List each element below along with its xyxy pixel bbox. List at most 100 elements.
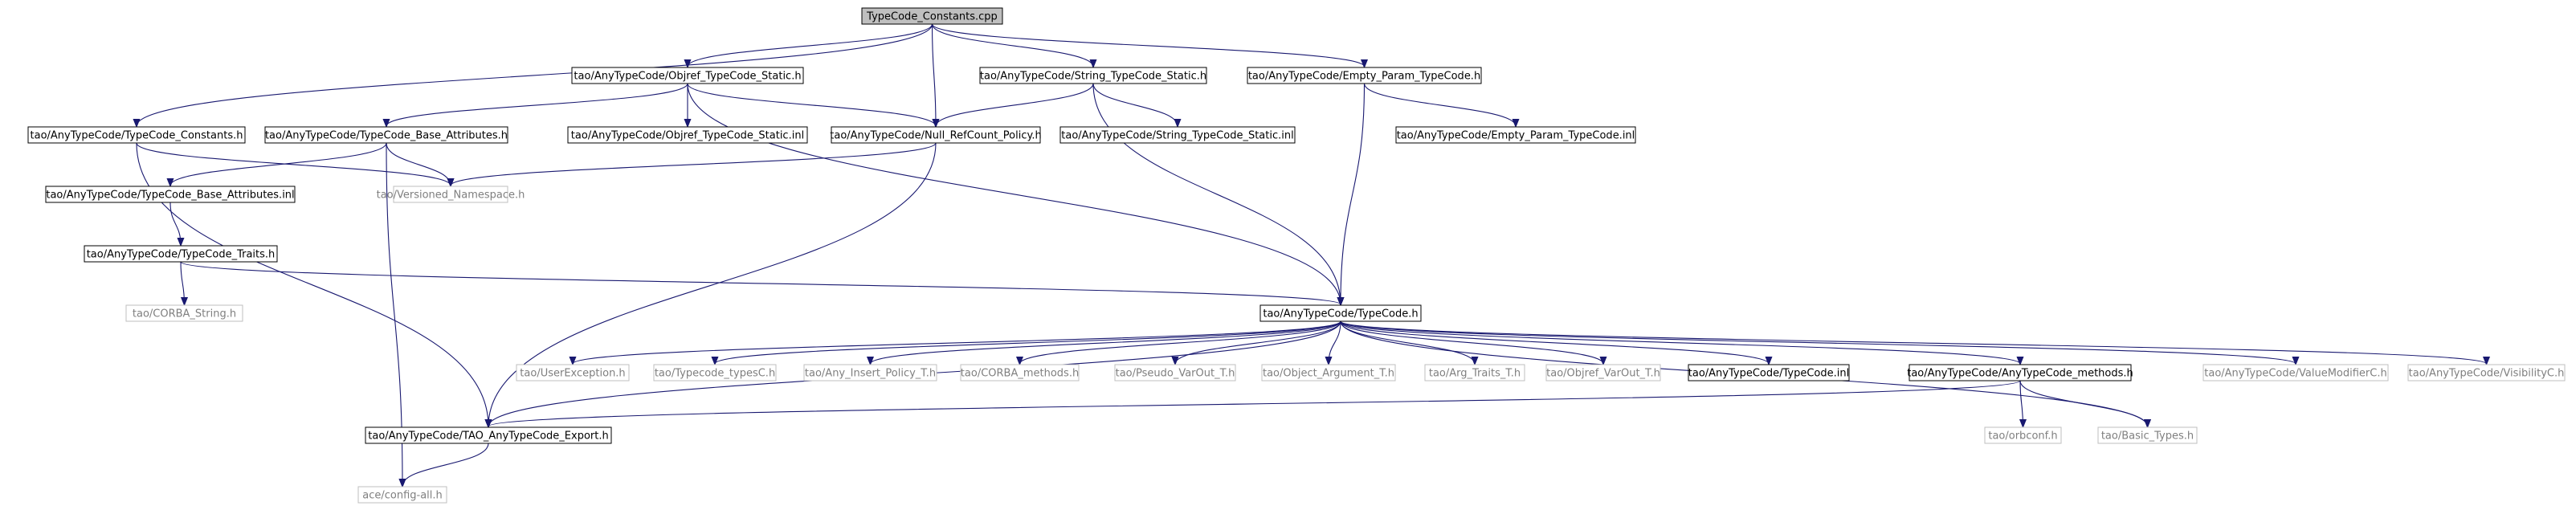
edge-objref_static-to-null_refcount bbox=[687, 83, 936, 126]
node-box bbox=[2202, 364, 2389, 381]
node-tc-base-attr[interactable]: tao/AnyTypeCode/TypeCode_Base_Attributes… bbox=[264, 126, 508, 144]
node-box bbox=[393, 186, 508, 203]
node-basic-types: tao/Basic_Types.h bbox=[2097, 426, 2198, 444]
node-box bbox=[571, 67, 804, 84]
node-tc-traits[interactable]: tao/AnyTypeCode/TypeCode_Traits.h bbox=[84, 245, 278, 263]
node-box bbox=[1247, 67, 1482, 84]
edge-string_static-to-null_refcount bbox=[936, 83, 1094, 126]
node-box bbox=[357, 486, 447, 504]
node-label: tao/AnyTypeCode/TypeCode_Traits.h bbox=[87, 249, 276, 261]
node-versioned-ns: tao/Versioned_Namespace.h bbox=[377, 186, 525, 203]
node-object-arg: tao/Object_Argument_T.h bbox=[1261, 364, 1396, 381]
node-label: tao/orbconf.h bbox=[1988, 430, 2057, 443]
node-objref-varout: tao/Objref_VarOut_T.h bbox=[1545, 364, 1661, 381]
node-tc-base-attr-inl[interactable]: tao/AnyTypeCode/TypeCode_Base_Attributes… bbox=[45, 186, 296, 203]
node-label: tao/AnyTypeCode/Empty_Param_TypeCode.h bbox=[1248, 71, 1480, 83]
node-config-all: ace/config-all.h bbox=[357, 486, 447, 504]
node-box bbox=[1909, 364, 2132, 381]
node-label: TypeCode_Constants.cpp bbox=[866, 11, 998, 23]
edge-layer bbox=[136, 23, 2487, 486]
node-empty-param[interactable]: tao/AnyTypeCode/Empty_Param_TypeCode.h bbox=[1247, 67, 1482, 84]
node-layer: TypeCode_Constants.cpp tao/AnyTypeCode/Ob… bbox=[27, 7, 2566, 504]
edge-tao_export-to-config_all bbox=[402, 443, 489, 486]
node-box bbox=[567, 126, 808, 144]
node-label: tao/Arg_Traits_T.h bbox=[1429, 368, 1521, 380]
node-null-refcount[interactable]: tao/AnyTypeCode/Null_RefCount_Policy.h bbox=[830, 126, 1042, 144]
node-box bbox=[1545, 364, 1661, 381]
node-label: tao/UserException.h bbox=[520, 368, 625, 380]
edge-typecode_h-to-typecode_typesc bbox=[715, 320, 1341, 364]
node-tc-constants[interactable]: tao/AnyTypeCode/TypeCode_Constants.h bbox=[27, 126, 246, 144]
edge-null_refcount-to-tao_export bbox=[488, 142, 937, 426]
node-box bbox=[831, 126, 1041, 144]
node-pseudo-varout: tao/Pseudo_VarOut_T.h bbox=[1114, 364, 1236, 381]
node-label: tao/AnyTypeCode/ValueModifierC.h bbox=[2204, 368, 2386, 380]
node-box bbox=[653, 364, 777, 381]
node-box bbox=[2097, 426, 2198, 444]
edge-null_refcount-to-versioned_ns bbox=[451, 142, 937, 186]
node-typecode-h[interactable]: tao/AnyTypeCode/TypeCode.h bbox=[1259, 304, 1422, 322]
edge-typecode_h-to-object_arg bbox=[1329, 320, 1341, 364]
node-empty-param-inl[interactable]: tao/AnyTypeCode/Empty_Param_TypeCode.inl bbox=[1395, 126, 1636, 144]
node-tao-export[interactable]: tao/AnyTypeCode/TAO_AnyTypeCode_Export.h bbox=[365, 426, 612, 444]
node-box bbox=[803, 364, 937, 381]
node-label: tao/Basic_Types.h bbox=[2101, 430, 2194, 443]
node-user-exc: tao/UserException.h bbox=[516, 364, 630, 381]
node-anytc-methods[interactable]: tao/AnyTypeCode/AnyTypeCode_methods.h bbox=[1907, 364, 2133, 381]
edge-tc_base_attr-to-versioned_ns bbox=[386, 142, 451, 186]
edge-objref_static-to-tc_base_attr bbox=[386, 83, 688, 126]
node-corba-string: tao/CORBA_String.h bbox=[125, 304, 243, 322]
edge-typecode_h-to-user_exc bbox=[573, 320, 1341, 364]
node-label: tao/AnyTypeCode/String_TypeCode_Static.h bbox=[980, 71, 1206, 83]
edge-objref_static-to-typecode_h bbox=[687, 83, 1341, 304]
node-box bbox=[516, 364, 630, 381]
node-label: tao/Pseudo_VarOut_T.h bbox=[1116, 368, 1235, 380]
node-string-static[interactable]: tao/AnyTypeCode/String_TypeCode_Static.h bbox=[979, 67, 1207, 84]
node-label: tao/Any_Insert_Policy_T.h bbox=[805, 368, 936, 380]
node-label: tao/AnyTypeCode/VisibilityC.h bbox=[2409, 368, 2565, 380]
node-objref-inl[interactable]: tao/AnyTypeCode/Objref_TypeCode_Static.i… bbox=[567, 126, 808, 144]
node-box bbox=[1259, 304, 1422, 322]
edge-tc_base_attr-to-config_all bbox=[386, 142, 402, 486]
node-box bbox=[2407, 364, 2566, 381]
node-box bbox=[1059, 126, 1296, 144]
node-label: tao/AnyTypeCode/TypeCode.h bbox=[1263, 308, 1418, 320]
node-label: tao/AnyTypeCode/String_TypeCode_Static.i… bbox=[1061, 130, 1293, 142]
node-box bbox=[1424, 364, 1525, 381]
edge-tc_constants-to-tao_export bbox=[136, 142, 488, 426]
node-label: tao/Object_Argument_T.h bbox=[1263, 368, 1394, 380]
node-box bbox=[264, 126, 508, 144]
edge-typecode_h-to-valuemod bbox=[1340, 320, 2296, 364]
node-box bbox=[84, 245, 278, 263]
node-root[interactable]: TypeCode_Constants.cpp bbox=[861, 7, 1003, 25]
node-label: tao/CORBA_methods.h bbox=[961, 368, 1079, 380]
node-box bbox=[125, 304, 243, 322]
edge-empty_param-to-empty_param_inl bbox=[1363, 83, 1517, 126]
node-label: tao/AnyTypeCode/TypeCode.inl bbox=[1688, 368, 1849, 380]
node-label: ace/config-all.h bbox=[362, 490, 443, 502]
edge-empty_param-to-typecode_h bbox=[1341, 83, 1366, 304]
node-label: tao/AnyTypeCode/Objref_TypeCode_Static.i… bbox=[571, 130, 804, 142]
node-label: tao/Objref_VarOut_T.h bbox=[1546, 368, 1660, 380]
edge-typecode_h-to-any_insert bbox=[871, 320, 1341, 364]
edge-typecode_h-to-corba_methods bbox=[1020, 320, 1341, 364]
edge-root-to-objref_static bbox=[688, 23, 933, 67]
node-objref-static[interactable]: tao/AnyTypeCode/Objref_TypeCode_Static.h bbox=[571, 67, 804, 84]
edge-tc_traits-to-typecode_h bbox=[180, 261, 1341, 304]
node-typecode-inl[interactable]: tao/AnyTypeCode/TypeCode.inl bbox=[1688, 364, 1850, 381]
node-box bbox=[45, 186, 296, 203]
edge-typecode_h-to-visibility bbox=[1340, 320, 2487, 364]
edge-root-to-empty_param bbox=[931, 23, 1365, 67]
node-label: tao/AnyTypeCode/TypeCode_Base_Attributes… bbox=[265, 130, 508, 142]
edge-string_static-to-typecode_h bbox=[1092, 83, 1341, 304]
node-label: tao/AnyTypeCode/Null_RefCount_Policy.h bbox=[830, 130, 1041, 142]
node-box bbox=[979, 67, 1207, 84]
node-visibility: tao/AnyTypeCode/VisibilityC.h bbox=[2407, 364, 2566, 381]
node-typecode-typesc: tao/Typecode_typesC.h bbox=[653, 364, 777, 381]
node-box bbox=[861, 7, 1003, 25]
edge-typecode_h-to-typecode_inl bbox=[1340, 320, 1769, 364]
node-string-inl[interactable]: tao/AnyTypeCode/String_TypeCode_Static.i… bbox=[1059, 126, 1296, 144]
edge-anytc_methods-to-basic_types bbox=[2019, 380, 2148, 426]
node-box bbox=[1688, 364, 1850, 381]
